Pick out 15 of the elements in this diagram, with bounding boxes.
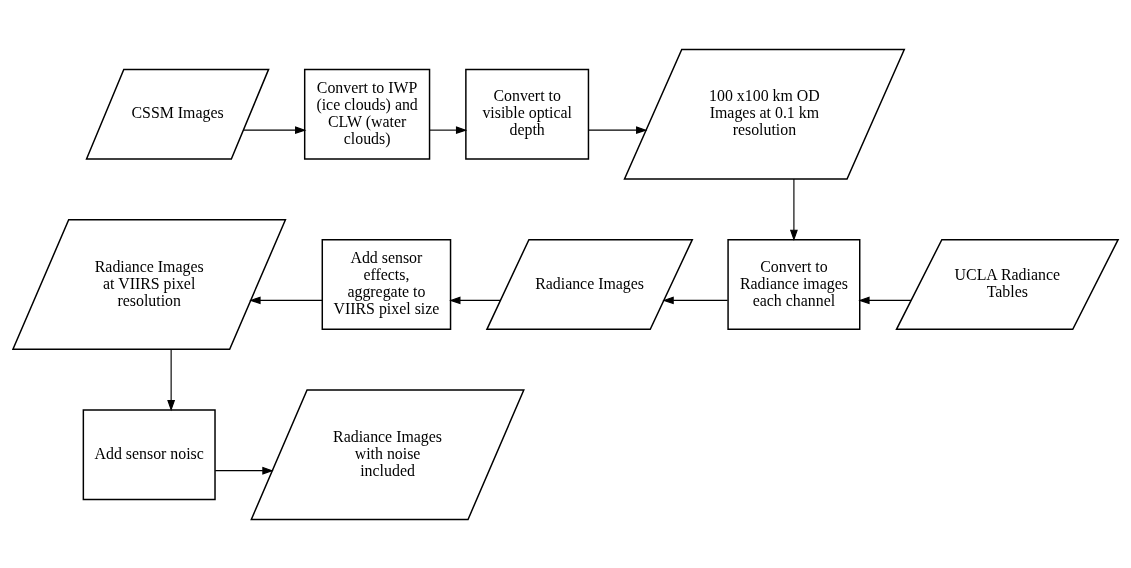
arrow <box>429 125 468 134</box>
arrow <box>214 466 274 475</box>
node-box: Convert to IWP (ice clouds) and CLW (water clouds) <box>303 68 431 160</box>
arrow <box>249 295 323 304</box>
arrow <box>858 295 912 304</box>
arrow <box>449 295 501 304</box>
node-box: Add sensor noisc <box>82 408 216 500</box>
node-box: Convert to visible optical depth <box>465 68 590 160</box>
arrow <box>662 295 729 304</box>
node-box: Convert to Radiance images each channel <box>727 238 861 330</box>
arrow <box>243 125 307 134</box>
arrow <box>588 125 648 134</box>
node-box: Add sensor effects, aggregate to VIIRS pixel size <box>321 238 452 330</box>
arrow <box>789 178 798 241</box>
arrow <box>167 348 176 411</box>
